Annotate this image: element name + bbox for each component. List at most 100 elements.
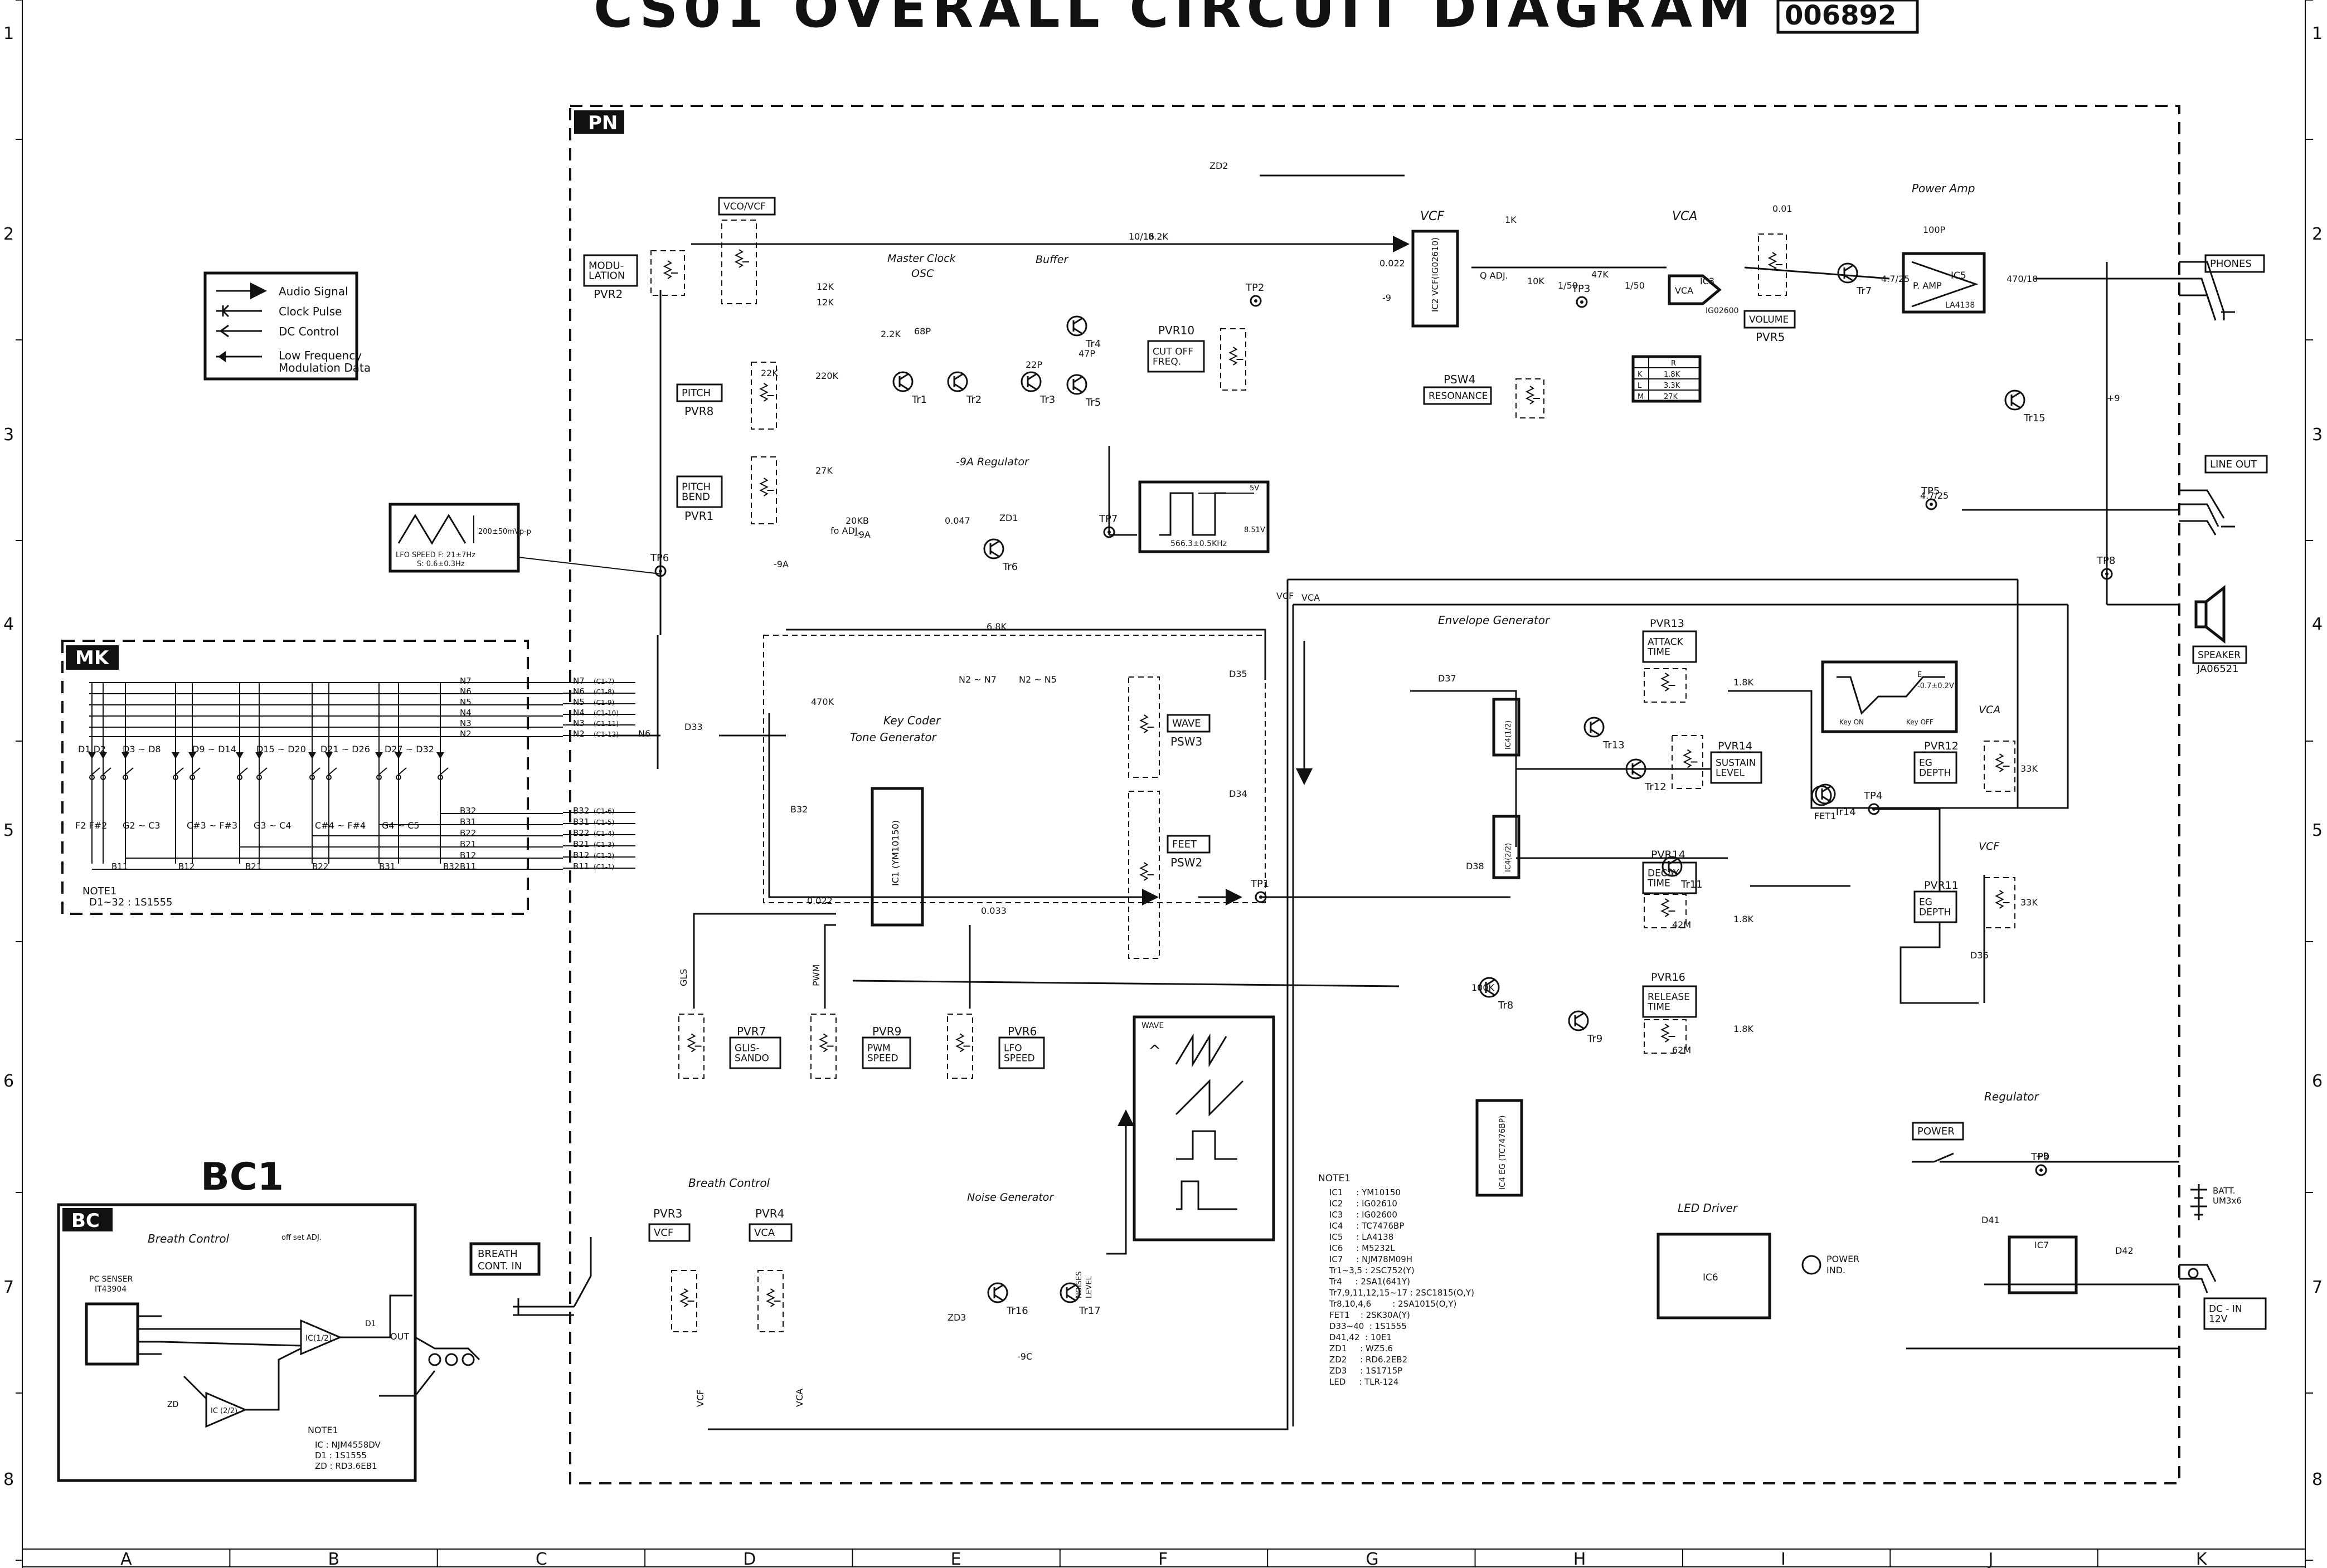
- potentiometer: [1644, 894, 1687, 928]
- pvr1-label: PVR1: [684, 509, 713, 523]
- ic4-envelope: IC4(1/2) IC4(2/2) IC4 EG (TC7476BP) Enve…: [1438, 613, 1551, 1197]
- tone-generator-title: Tone Generator: [850, 731, 937, 744]
- test-point-tp8: TP8: [2096, 555, 2115, 580]
- clock-volt: 5V: [1250, 484, 1259, 493]
- column-marker: G: [1366, 1550, 1378, 1568]
- component-value: D42: [2115, 1245, 2134, 1256]
- component-value: 470/10: [2007, 274, 2038, 284]
- component-value: GLS: [678, 969, 689, 986]
- row-marker-right: 5: [2312, 821, 2323, 840]
- component-value: N2 ~ N5: [1019, 674, 1057, 685]
- cutoff-label-text: CUT OFF: [1153, 346, 1193, 357]
- column-marker: F: [1158, 1550, 1168, 1568]
- potentiometer: [1128, 676, 1160, 778]
- test-point-label: TP3: [1571, 283, 1590, 295]
- notes-line: IC1 : YM10150: [1329, 1187, 1401, 1197]
- column-marker: B: [328, 1550, 340, 1568]
- diagram-title: CS01 OVERALL CIRCUIT DIAGRAM: [594, 0, 1757, 40]
- mk-key-group: F2 F#2: [75, 820, 107, 831]
- release-label-text: RELEASE: [1648, 991, 1690, 1002]
- batt-label-2: UM3x6: [2213, 1196, 2242, 1206]
- pvr3-label: PVR3: [653, 1207, 682, 1220]
- mk-tag-label: MK: [75, 647, 110, 669]
- component-value: 12K: [817, 297, 834, 308]
- speaker-icon: [2194, 585, 2226, 644]
- row-marker-right: 6: [2312, 1072, 2323, 1091]
- component-value: -9C: [1017, 1351, 1032, 1362]
- transistor-label: Tr15: [2023, 412, 2046, 424]
- legend-audio: Audio Signal: [279, 285, 348, 298]
- pvr14-label: PVR14: [1718, 740, 1752, 752]
- power-ind-1: POWER: [1826, 1254, 1859, 1264]
- mk-b-line-label: B12: [460, 850, 476, 860]
- potentiometer: [810, 1014, 837, 1079]
- notes-line: D41,42 : 10E1: [1329, 1332, 1392, 1342]
- pwm-speed-label-text: SPEED: [867, 1053, 898, 1064]
- phones-label-text: PHONES: [2210, 258, 2252, 270]
- component-value: 68P: [914, 326, 931, 337]
- row-marker-right: 7: [2312, 1278, 2323, 1297]
- pn-n-line-label: N3: [573, 718, 585, 728]
- component-value: -9A: [774, 559, 789, 569]
- eg-depth-vca-label-text: EG: [1919, 757, 1932, 768]
- component-value: 42M: [1672, 919, 1691, 930]
- mk-bus-label: B11: [111, 861, 128, 871]
- breath-vcf-label: VCF: [648, 1223, 691, 1242]
- transistor-label: Tr13: [1602, 739, 1625, 751]
- regulator-9a-title: -9A Regulator: [956, 456, 1029, 468]
- transistor-tr3: Tr3: [1021, 371, 1055, 406]
- bc-block: BC Breath Control PC SENSER IT43904 off …: [57, 1203, 480, 1482]
- klm-head: R: [1671, 359, 1676, 368]
- row-marker-right: 8: [2312, 1470, 2323, 1489]
- potentiometer: [1644, 1019, 1687, 1054]
- wave-pos-1: ^: [1148, 1041, 1161, 1060]
- notes-line: IC7 : NJM78M09H: [1329, 1254, 1412, 1264]
- potentiometer: [650, 250, 685, 296]
- vcf-eg-title: VCF: [1979, 840, 2000, 853]
- pn-board-outline: [569, 105, 2180, 1484]
- column-marker: D: [743, 1550, 756, 1568]
- breath-vcf-label-text: VCF: [654, 1227, 673, 1239]
- eg-e: E: [1917, 671, 1922, 679]
- potentiometer: [678, 1014, 705, 1079]
- mk-key-group: C#4 ~ F#4: [315, 820, 366, 831]
- transistor-label: Tr14: [1834, 806, 1856, 818]
- pitch-bend-label-text: BEND: [682, 491, 710, 503]
- component-value: N2 ~ N7: [959, 674, 997, 685]
- mk-key-group: G3 ~ C4: [254, 820, 292, 831]
- component-value: +B: [2035, 1151, 2049, 1161]
- bc-ic1-label: IC(1/2): [305, 1334, 332, 1343]
- component-value: 4.7/25: [1920, 490, 1949, 501]
- volume-label-text: VOLUME: [1749, 314, 1789, 325]
- part-number: 006892: [1785, 0, 1896, 31]
- component-value: VCF: [695, 1390, 706, 1407]
- component-value: 0.022: [1379, 258, 1405, 269]
- eg-on: Key ON: [1839, 718, 1864, 726]
- breath-control-title: Breath Control: [688, 1176, 770, 1190]
- regulator-title: Regulator: [1984, 1090, 2039, 1103]
- connector-n-pin: (C1-11): [594, 720, 619, 728]
- mk-n-line-label: N5: [460, 697, 472, 707]
- klm-resistor-table: R K 1.8K L 3.3K M 27K: [1631, 355, 1702, 403]
- connector-n-pin: (C1-9): [594, 699, 614, 707]
- transistor-label: Tr9: [1587, 1033, 1602, 1045]
- potentiometer: [1515, 378, 1544, 418]
- bc-note-1: IC : NJM4558DV: [315, 1440, 381, 1450]
- transistor-tr8: Tr8: [1479, 977, 1513, 1011]
- mk-bus-label: B22: [312, 861, 328, 871]
- notes-line: LED : TLR-124: [1329, 1377, 1398, 1387]
- row-marker-left: 2: [3, 225, 14, 244]
- transistor-tr6: Tr6: [983, 538, 1018, 573]
- mk-b-line-label: B22: [460, 828, 476, 838]
- power-amp-title: Power Amp: [1912, 182, 1975, 195]
- pvr11-label: PVR11: [1924, 879, 1959, 892]
- pn-b-line-label: B12: [573, 850, 589, 860]
- pvr5-label: PVR5: [1756, 330, 1785, 344]
- potentiometer: [1672, 735, 1703, 789]
- component-value: 6.8K: [987, 621, 1007, 632]
- component-value: PWM: [811, 965, 822, 986]
- pitch-bend-label-text: PITCH: [682, 481, 711, 493]
- lineout-label-text: LINE OUT: [2210, 459, 2257, 470]
